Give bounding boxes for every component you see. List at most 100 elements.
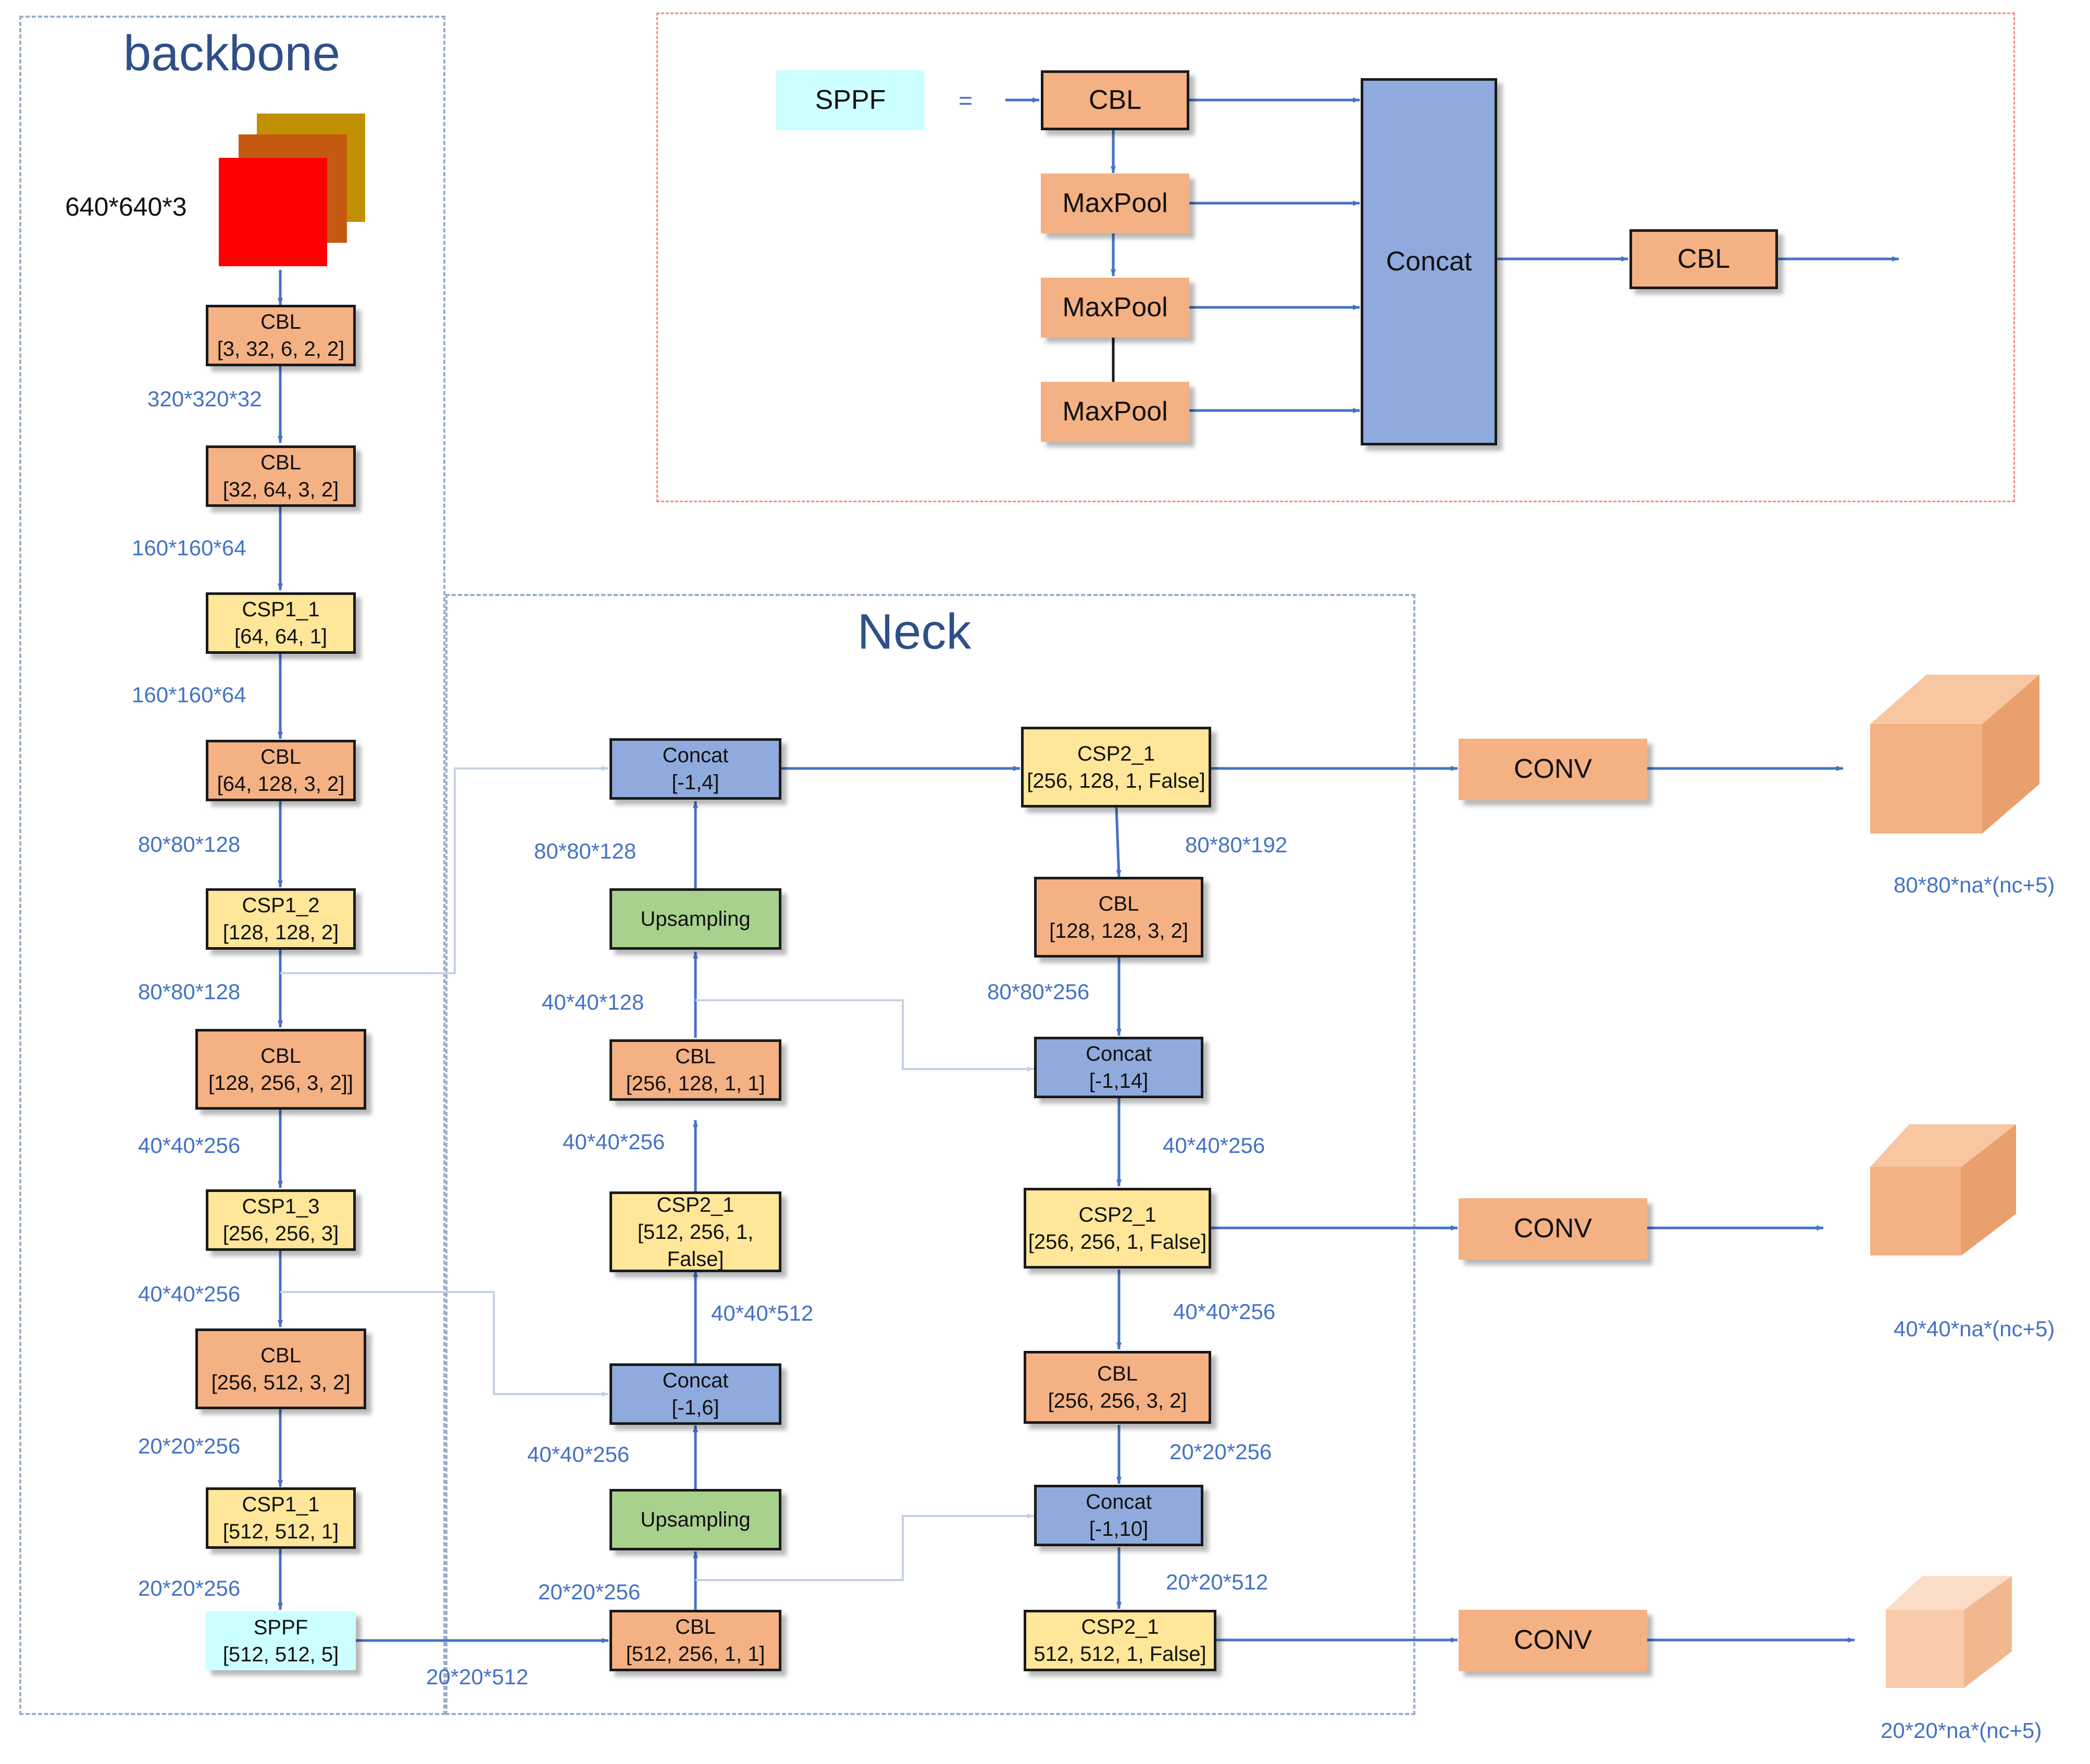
sppf-maxpool-2: MaxPool	[1041, 278, 1189, 338]
nl-block-3-name: CSP2_1	[656, 1193, 735, 1216]
nr-block-4-name: CBL	[1097, 1362, 1138, 1385]
bb-block-9: SPPF[512, 512, 5]	[206, 1611, 356, 1670]
nl-block-1-name: Upsampling	[640, 908, 751, 930]
skip-cbl-concat10	[695, 1513, 1035, 1581]
bb-dim-5: 40*40*256	[138, 1133, 241, 1158]
bb-block-7: CBL [256, 512, 3, 2]	[195, 1328, 366, 1409]
nr-block-1: CBL [128, 128, 3, 2]	[1034, 877, 1203, 958]
sppf-detail-label: SPPF	[776, 70, 925, 130]
skip-cbl-concat14	[695, 999, 1035, 1072]
nl-block-5: Upsampling	[609, 1489, 781, 1550]
nr-block-1-params: [128, 128, 3, 2]	[1049, 919, 1188, 942]
input-size-label: 640*640*3	[65, 192, 187, 221]
nr-block-3: CSP2_1 [256, 256, 1, False]	[1024, 1188, 1211, 1269]
conv-block-3: CONV	[1459, 1610, 1647, 1671]
bb-block-0: CBL[3, 32, 6, 2, 2]	[206, 305, 356, 366]
nr-block-2-name: Concat	[1086, 1042, 1152, 1065]
bb-block-3: CBL [64, 128, 3, 2]	[206, 740, 356, 801]
nr-block-0: CSP2_1[256, 128, 1, False]	[1021, 727, 1211, 808]
bb-block-7-name: CBL	[260, 1344, 301, 1367]
sppf-cbl-in: CBL	[1041, 70, 1189, 130]
nl-block-6-params: [512, 256, 1, 1]	[626, 1643, 765, 1666]
conv-block-1: CONV	[1459, 739, 1647, 800]
nl-block-5-name: Upsampling	[640, 1508, 751, 1531]
sppf-maxpool-3: MaxPool	[1041, 382, 1189, 442]
nl-block-0-name: Concat	[662, 744, 729, 767]
bb-dim-8: 20*20*256	[138, 1576, 241, 1600]
nl-block-4-name: Concat	[662, 1369, 729, 1392]
bb-block-4-name: CSP1_2	[242, 894, 320, 917]
bb-block-8-params: [512, 512, 1]	[222, 1520, 339, 1543]
skip-csp13-concat	[280, 1291, 609, 1397]
bb-block-8: CSP1_1[512, 512, 1]	[206, 1487, 356, 1549]
nl-block-2-params: [256, 128, 1, 1]	[626, 1072, 765, 1095]
sppf-maxpool-1: MaxPool	[1041, 173, 1189, 233]
nr-block-4-params: [256, 256, 3, 2]	[1048, 1389, 1187, 1412]
bb-block-5: CBL [128, 256, 3, 2]]	[195, 1029, 366, 1110]
bb-block-3-params: [64, 128, 3, 2]	[217, 773, 345, 796]
sppf-detail-region	[656, 13, 2015, 502]
nl-block-2: CBL [256, 128, 1, 1]	[609, 1039, 781, 1101]
nr-block-3-name: CSP2_1	[1078, 1203, 1156, 1226]
nr-block-0-params: [256, 128, 1, False]	[1027, 769, 1205, 792]
bb-dim-1: 160*160*64	[132, 536, 246, 560]
bb-dim-2: 160*160*64	[132, 682, 246, 707]
bb-dim-6: 40*40*256	[138, 1282, 241, 1306]
bb-block-1-name: CBL	[260, 451, 301, 474]
bb-block-2-params: [64, 64, 1]	[234, 625, 327, 648]
sppf-equals-sign: =	[959, 87, 973, 114]
bb-block-4-params: [128, 128, 2]	[222, 921, 339, 944]
nr-dim-0: 80*80*192	[1185, 833, 1288, 857]
nr-block-1-name: CBL	[1098, 892, 1139, 915]
bb-block-5-name: CBL	[260, 1044, 301, 1067]
nl-block-4-params: [-1,6]	[671, 1396, 719, 1419]
nr-dim-1: 80*80*256	[987, 979, 1090, 1004]
nl-dim-3: 40*40*512	[711, 1301, 814, 1325]
nl-block-6: CBL[512, 256, 1, 1]	[609, 1610, 781, 1671]
backbone-region	[19, 16, 445, 1715]
nl-block-3-params-2: False]	[667, 1247, 724, 1271]
bb-block-5-params: [128, 256, 3, 2]]	[208, 1071, 353, 1095]
bb-dim-4: 80*80*128	[138, 979, 241, 1004]
nr-block-5-params: [-1,10]	[1089, 1518, 1149, 1541]
sppf-cbl-out: CBL	[1629, 229, 1778, 289]
nr-dim-3: 40*40*256	[1173, 1299, 1276, 1324]
bb-block-4: CSP1_2 [128, 128, 2]	[206, 888, 356, 950]
nl-dim-2: 40*40*256	[563, 1129, 665, 1154]
output-dim-2: 40*40*na*(nc+5)	[1894, 1316, 2055, 1341]
nr-block-3-params: [256, 256, 1, False]	[1028, 1230, 1207, 1253]
nl-dim-1: 40*40*128	[542, 990, 644, 1014]
nl-block-3-params: [512, 256, 1,	[637, 1220, 754, 1244]
nr-block-5: Concat [-1,10]	[1034, 1485, 1203, 1546]
bb-dim-3: 80*80*128	[138, 832, 241, 856]
skip-csp12-concat	[280, 766, 609, 974]
nl-block-3: CSP2_1 [512, 256, 1, False]	[609, 1191, 781, 1272]
nl-block-2-name: CBL	[675, 1045, 716, 1068]
output-cube-medium	[1870, 1124, 2016, 1256]
output-dim-1: 80*80*na*(nc+5)	[1894, 873, 2055, 897]
bb-dim-0: 320*320*32	[147, 387, 262, 411]
nr-dim-5: 20*20*512	[1166, 1570, 1268, 1594]
output-cube-large	[1870, 675, 2039, 834]
bb-block-6: CSP1_3[256, 256, 3]	[206, 1189, 356, 1251]
sppf-concat: Concat	[1361, 78, 1497, 445]
bb-block-2: CSP1_1 [64, 64, 1]	[206, 592, 356, 654]
nr-block-2-params: [-1,14]	[1089, 1070, 1149, 1092]
bb-block-0-name: CBL	[260, 310, 301, 333]
bb-block-7-params: [256, 512, 3, 2]	[211, 1371, 351, 1394]
neck-region	[445, 594, 1415, 1715]
input-image-layer-1	[219, 158, 327, 266]
nr-block-4: CBL [256, 256, 3, 2]	[1024, 1351, 1211, 1424]
sppf-out-dim: 20*20*512	[426, 1664, 529, 1689]
nr-block-6-params: 512, 512, 1, False]	[1034, 1643, 1206, 1666]
bb-dim-7: 20*20*256	[138, 1434, 241, 1458]
conv-block-2: CONV	[1459, 1198, 1647, 1260]
nr-dim-4: 20*20*256	[1170, 1439, 1272, 1464]
bb-block-2-name: CSP1_1	[242, 598, 320, 621]
bb-block-6-params: [256, 256, 3]	[222, 1222, 339, 1245]
bb-block-3-name: CBL	[260, 746, 301, 768]
nr-block-5-name: Concat	[1086, 1490, 1152, 1513]
